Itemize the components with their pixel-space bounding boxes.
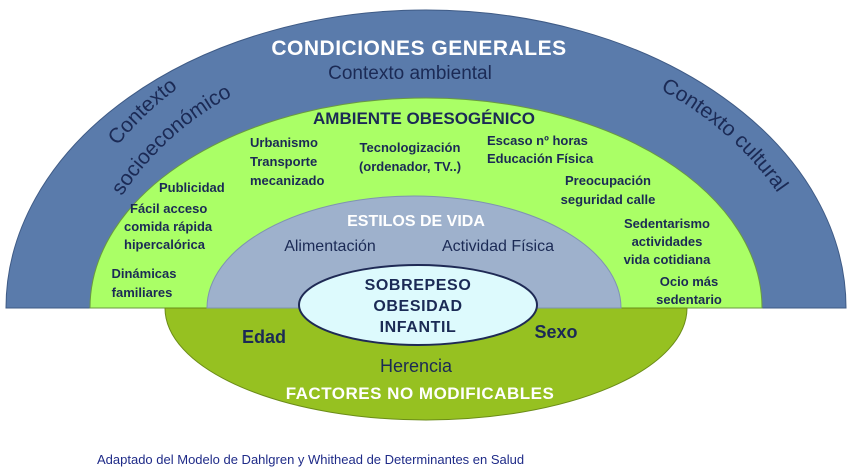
non-modifiable-factors-area [164, 307, 688, 421]
factor-dinamicas-2: familiares [112, 285, 173, 300]
factor-tecno-1: Tecnologización [360, 140, 461, 155]
core-line-obesidad: OBESIDAD [373, 298, 462, 315]
general-conditions-title: CONDICIONES GENERALES [271, 37, 566, 60]
factor-tecno-2: (ordenador, TV..) [359, 159, 461, 174]
factor-dinamicas-1: Dinámicas [111, 266, 176, 281]
non-modifiable-herencia: Herencia [380, 356, 453, 376]
lifestyle-alimentacion: Alimentación [284, 238, 376, 255]
factor-facil-2: comida rápida [124, 219, 213, 234]
factor-sedentarismo-3: vida cotidiana [624, 252, 711, 267]
factor-publicidad: Publicidad [159, 180, 225, 195]
non-modifiable-edad: Edad [242, 327, 286, 347]
factor-urbanismo: Urbanismo [250, 135, 318, 150]
factor-transporte-2: mecanizado [250, 173, 324, 188]
obesogenic-title: AMBIENTE OBESOGÉNICO [313, 109, 535, 128]
lifestyle-actividad-fisica: Actividad Física [442, 238, 554, 255]
factor-transporte-1: Transporte [250, 154, 317, 169]
factor-sedentarismo-2: actividades [632, 234, 703, 249]
environmental-context-label: Contexto ambiental [328, 63, 492, 84]
obesogenic-factors: Urbanismo Transporte mecanizado Tecnolog… [111, 133, 721, 307]
source-caption: Adaptado del Modelo de Dahlgren y Whithe… [97, 452, 524, 467]
core-line-infantil: INFANTIL [380, 319, 457, 336]
core-ellipse [298, 264, 538, 346]
non-modifiable-title: FACTORES NO MODIFICABLES [286, 384, 555, 403]
factor-facil-3: hipercalórica [124, 237, 206, 252]
factor-facil-1: Fácil acceso [130, 201, 207, 216]
factor-escaso-1: Escaso nº horas [487, 133, 588, 148]
non-modifiable-sexo: Sexo [534, 322, 577, 342]
factor-preocupacion-1: Preocupación [565, 173, 651, 188]
factor-escaso-2: Educación Física [487, 151, 594, 166]
factor-ocio-1: Ocio más [660, 274, 719, 289]
lifestyle-arc [206, 195, 622, 309]
lifestyle-title: ESTILOS DE VIDA [347, 213, 485, 230]
factor-ocio-2: sedentario [656, 292, 722, 307]
factor-sedentarismo-1: Sedentarismo [624, 216, 710, 231]
factor-preocupacion-2: seguridad calle [561, 192, 656, 207]
core-line-sobrepeso: SOBREPESO [365, 277, 472, 294]
